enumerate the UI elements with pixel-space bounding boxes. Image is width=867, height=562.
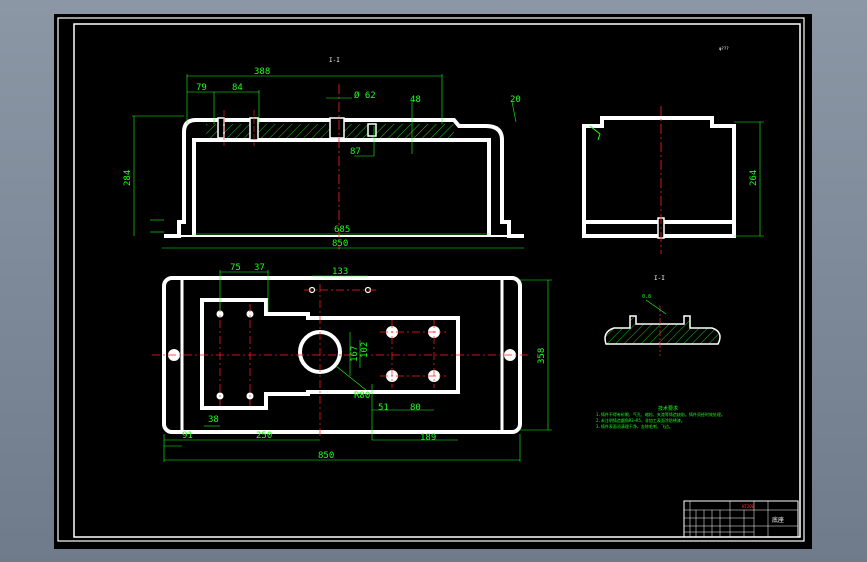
tech-requirements: 技术要求 1.铸件不得有砂眼、气孔、缩松、夹渣等铸造缺陷，铸件须经时效处理。 2…: [596, 405, 725, 429]
part-name: 底座: [772, 516, 784, 524]
dim-685: 685: [334, 225, 350, 235]
front-inner-contour: [192, 138, 491, 236]
drawing-canvas: I-I φ???: [57, 17, 805, 542]
dim-250: 250: [256, 431, 272, 441]
cad-drawing-viewport[interactable]: I-I φ???: [54, 14, 812, 549]
tech-req-line-3: 3.铸件表面须清理干净，去除毛刺、飞边。: [596, 423, 673, 429]
dim-75: 75: [230, 263, 241, 273]
detail-profile: [604, 315, 721, 345]
dim-48: 48: [410, 95, 421, 105]
dim-80: 80: [410, 403, 421, 413]
dim-79: 79: [196, 83, 207, 93]
plan-inner-contour: [200, 298, 460, 410]
tech-req-title: 技术要求: [658, 405, 678, 412]
slot-3: [367, 123, 377, 137]
tech-req-line-1: 1.铸件不得有砂眼、气孔、缩松、夹渣等铸造缺陷，铸件须经时效处理。: [596, 411, 725, 417]
dim-388: 388: [254, 67, 270, 77]
dim-84: 84: [232, 83, 243, 93]
title-tag: HT200: [742, 504, 755, 509]
section-label-main: I-I: [329, 57, 340, 64]
dim-850-plan: 850: [318, 451, 334, 461]
dim-87: 87: [350, 147, 361, 157]
title-block: HT200 底座: [683, 500, 799, 538]
front-outer-contour: [164, 118, 524, 238]
top-right-note: φ???: [719, 46, 729, 51]
dim-91: 91: [182, 431, 193, 441]
dim-133: 133: [332, 267, 348, 277]
dim-51: 51: [378, 403, 389, 413]
dim-167: 167: [350, 346, 360, 362]
inner-border: [73, 23, 801, 538]
dim-phi62: Ø 62: [354, 90, 376, 101]
detail-label: I-I: [654, 275, 665, 282]
detail-callout: 0.8: [642, 294, 651, 300]
outer-border: [57, 17, 805, 542]
dim-20: 20: [510, 95, 521, 105]
dim-102: 102: [360, 342, 370, 358]
detail-section: I-I 0.8: [604, 275, 721, 356]
tech-req-line-2: 2.未注明铸造圆角R3~R5，非加工表面涂防锈漆。: [596, 417, 685, 423]
dim-38: 38: [208, 415, 219, 425]
dim-264: 264: [749, 170, 759, 186]
bore-slot: [329, 117, 345, 139]
dim-189: 189: [420, 433, 436, 443]
dim-850: 850: [332, 239, 348, 249]
slot-1: [217, 117, 225, 139]
dim-r80: R80: [354, 391, 370, 401]
dim-37: 37: [254, 263, 265, 273]
plan-view: 75 37 133 167 102 R80 51 80 189 250 38 9…: [152, 263, 552, 462]
dim-358: 358: [537, 348, 547, 364]
side-view: 264: [582, 106, 764, 254]
front-view: 388 79 84 Ø 62 48 20 87 284 685 850: [123, 67, 524, 250]
dim-284: 284: [123, 170, 133, 186]
